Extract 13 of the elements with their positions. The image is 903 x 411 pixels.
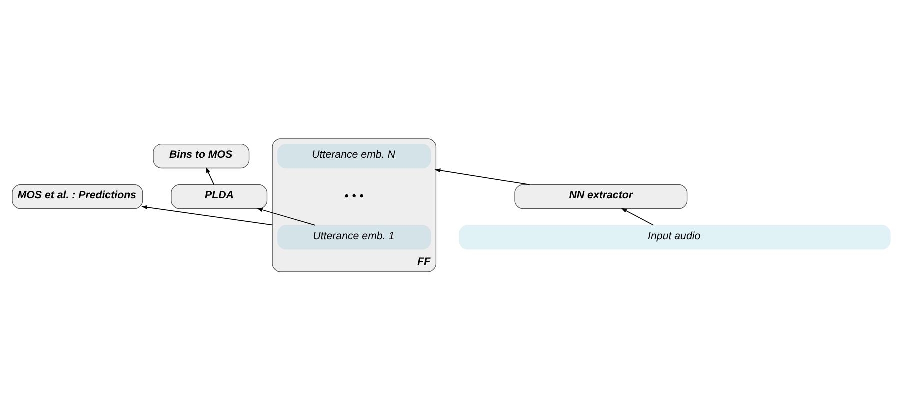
node-box: NN extractor xyxy=(514,184,688,210)
node-box: MOS et al. : Predictions xyxy=(12,184,144,210)
node-box: Input audio xyxy=(459,225,891,250)
arrow xyxy=(434,168,530,186)
node-box: Utterance emb. 1 xyxy=(278,225,432,250)
node-box: PLDA xyxy=(171,184,268,210)
arrow xyxy=(621,208,654,226)
arrow xyxy=(206,167,215,186)
label: • • • xyxy=(344,188,364,203)
arrow xyxy=(257,208,316,226)
node-box: Utterance emb. N xyxy=(278,144,432,169)
node-box: Bins to MOS xyxy=(153,144,250,169)
arrow xyxy=(142,205,273,226)
